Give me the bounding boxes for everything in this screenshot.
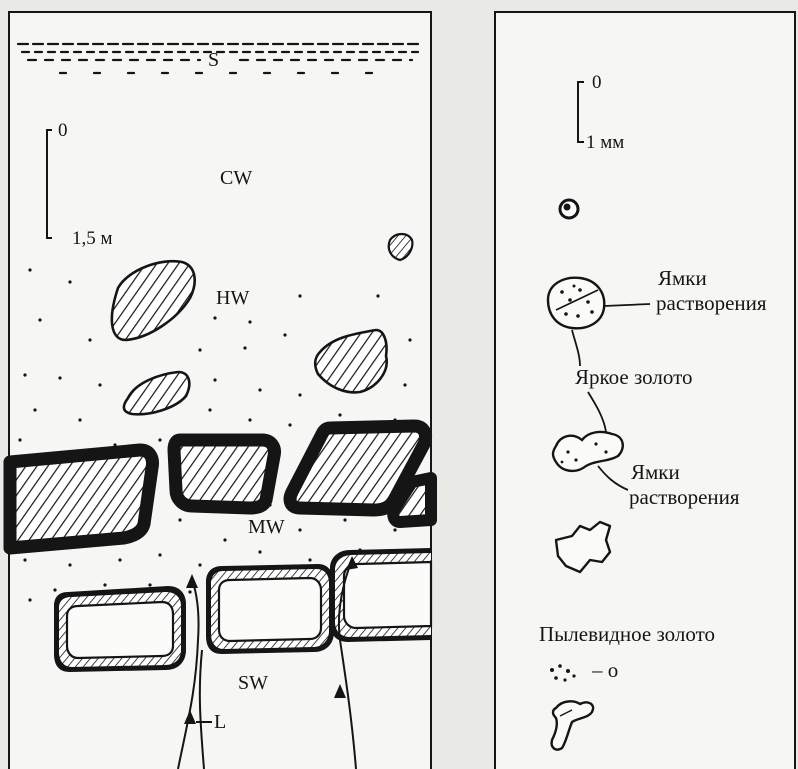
label-bright-gold: Яркое золото xyxy=(575,367,692,388)
label-dust-symbol: – o xyxy=(592,660,618,681)
gold-grain-pitted xyxy=(548,278,604,329)
sw-block-1 xyxy=(54,586,186,672)
label-pits-lower-1: Ямки xyxy=(631,462,680,483)
right-scale-length: 1 мм xyxy=(586,133,624,152)
left-scale-length: 1,5 м xyxy=(72,229,113,248)
label-l: L xyxy=(214,712,226,732)
right-scale-zero: 0 xyxy=(592,73,602,92)
mw-boulder-2 xyxy=(174,440,275,508)
label-cw: CW xyxy=(220,168,252,188)
left-panel xyxy=(9,12,431,769)
gold-grain-round-core xyxy=(564,204,571,211)
label-dust-gold: Пылевидное золото xyxy=(539,624,715,645)
label-pits-upper-2: растворения xyxy=(656,293,767,314)
label-s: S xyxy=(208,50,219,70)
label-pits-upper-1: Ямки xyxy=(658,268,707,289)
sw-block-2 xyxy=(206,564,334,654)
right-panel xyxy=(495,12,795,769)
label-hw: HW xyxy=(216,288,249,308)
label-sw: SW xyxy=(238,673,268,693)
label-pits-lower-2: растворения xyxy=(629,487,740,508)
right-panel-frame xyxy=(495,12,795,769)
left-scale-zero: 0 xyxy=(58,121,68,140)
sw-block-3 xyxy=(330,548,431,642)
mw-boulder-1 xyxy=(10,450,153,548)
label-mw: MW xyxy=(248,517,285,537)
